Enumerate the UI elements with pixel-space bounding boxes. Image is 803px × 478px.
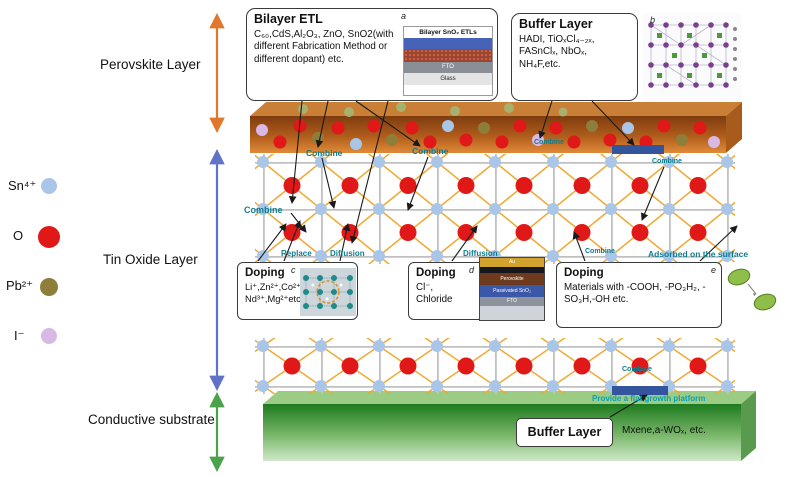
perovskite-ion-scatter: [256, 119, 720, 150]
legend-label-pb: Pb²⁺: [6, 278, 34, 293]
bilayer-snO2-etl-inset-image: Bilayer SnO₂ ETLs FTO Glass: [403, 26, 493, 96]
panel-tag-c: c: [291, 265, 296, 275]
inset-a-title: Bilayer SnO₂ ETLs: [419, 29, 477, 36]
panel-tag-b: b: [650, 15, 656, 25]
buffer-bar-top: [612, 145, 664, 154]
panel-tag-d: d: [469, 265, 475, 275]
combine-label-3: Combine: [534, 139, 564, 146]
perovskite-layer-label: Perovskite Layer: [100, 57, 201, 72]
buffer-layer-top-body: HADI, TiOₓCl₄₋₂ₓ, FASnClₓ, NbOₓ, NH₄F,et…: [519, 33, 595, 70]
combine-label-7: Combine: [622, 366, 652, 373]
combine-label-4: Combine: [652, 158, 682, 165]
doping-chloride-title: Doping: [416, 267, 456, 279]
inset-a-speckle-layer: [404, 49, 492, 62]
buffer-layer-bottom-title: Buffer Layer: [527, 424, 602, 439]
doping-cations-body: Li⁺,Zn²⁺,Co²⁺, Nd³⁺,Mg²⁺etc.: [245, 281, 304, 304]
combine-label-5: Combine: [244, 205, 283, 215]
doping-chloride-body: Cl⁻, Chloride: [416, 281, 453, 306]
panel-tag-e: e: [711, 265, 717, 275]
platform-label: Provide a flat growth platform: [592, 394, 706, 403]
tin-oxide-lattice-lower: [255, 338, 735, 394]
doping-functional-body: Materials with -COOH, -PO₃H₂, -SO₃H,-OH …: [564, 281, 706, 306]
diffusion-label-2: Diffusion: [463, 249, 498, 258]
replace-label: Replace: [281, 249, 312, 258]
inset-d-fto-layer: FTO: [480, 297, 544, 306]
legend-label-i: I⁻: [14, 328, 25, 343]
bilayer-etl-title: Bilayer ETL: [254, 12, 323, 26]
buffer-layer-bottom-note: Mxene,a-WOₓ, etc.: [622, 425, 706, 436]
panel-tag-a: a: [401, 11, 407, 21]
inset-a-glass-layer: Glass: [404, 73, 492, 85]
inset-a-sno2-layer: [404, 38, 492, 49]
buffer-layer-bottom-box: Buffer Layer: [516, 418, 613, 447]
diffusion-label-1: Diffusion: [330, 249, 365, 258]
inset-b-graphic: [648, 22, 737, 88]
buffer-layer-top-title: Buffer Layer: [519, 17, 593, 31]
inset-d-htl-layer: [480, 267, 544, 273]
legend-label-o: O: [13, 228, 24, 243]
inset-d-sno2-layer: Passivated SnO₂: [480, 285, 544, 297]
combine-label-1: Combine: [306, 148, 343, 158]
bilayer-etl-box: Bilayer ETL C₆₀,CdS,Al₂O₃, ZnO, SnO2(wit…: [246, 8, 498, 101]
legend-label-sn: Sn⁴⁺: [8, 178, 37, 193]
legend-swatch-o: [38, 226, 60, 248]
adsorbed-label: Adsorbed on the surface: [648, 249, 749, 259]
inset-d-perovskite-layer: Perovskite: [480, 273, 544, 285]
doping-cations-title: Doping: [245, 267, 285, 279]
legend-swatch-sn: [41, 178, 57, 194]
legend-swatch-i: [41, 328, 57, 344]
combine-label-2: Combine: [412, 146, 449, 156]
annotation-arrows: [257, 100, 738, 418]
perovskite-band: [250, 102, 742, 153]
combine-label-6: Combine: [585, 248, 615, 255]
doping-chloride-box: Doping Cl⁻, Chloride: [408, 262, 487, 320]
tin-oxide-layer-label: Tin Oxide Layer: [103, 252, 198, 267]
tin-oxide-lattice-upper: [255, 154, 735, 264]
buffer-layer-top-box: Buffer Layer HADI, TiOₓCl₄₋₂ₓ, FASnClₓ, …: [511, 13, 638, 101]
substrate-layer-label: Conductive substrate: [88, 412, 215, 427]
legend-swatch-pb: [40, 278, 58, 296]
buffer-crystal-inset-image: [643, 13, 741, 101]
doping-cations-inset-image: [300, 268, 356, 316]
inset-a-fto-layer: FTO: [404, 62, 492, 73]
buffer-bar-bottom: [612, 386, 668, 395]
doping-functional-inset-image: [723, 262, 783, 319]
doping-chloride-inset-image: Au Perovskite Passivated SnO₂ FTO: [479, 257, 545, 321]
doping-functional-title: Doping: [564, 267, 604, 279]
doping-functional-box: Doping Materials with -COOH, -PO₃H₂, -SO…: [556, 262, 722, 328]
bilayer-etl-body: C₆₀,CdS,Al₂O₃, ZnO, SnO2(with different …: [254, 28, 394, 65]
inset-d-au-layer: Au: [480, 258, 544, 267]
